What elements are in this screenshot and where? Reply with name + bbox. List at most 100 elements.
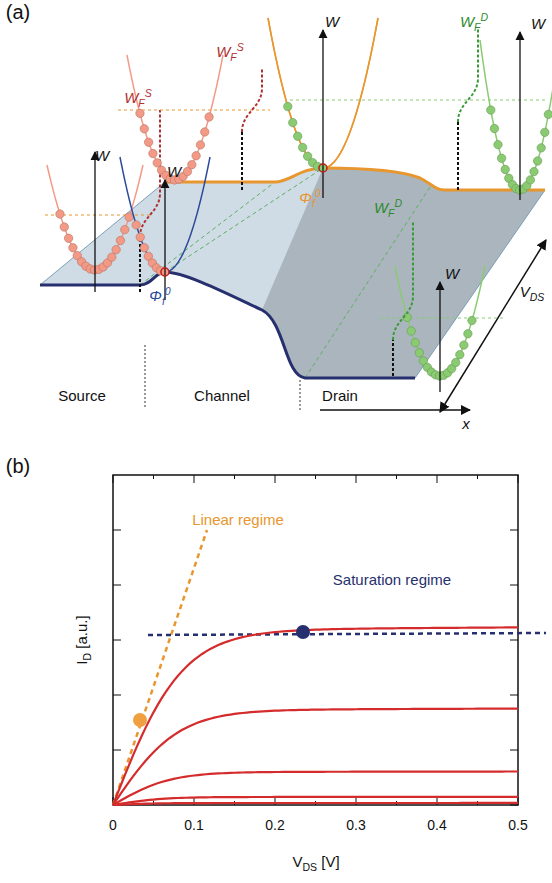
fermi-label: WFD <box>374 200 402 217</box>
electron-bead <box>537 144 545 152</box>
fermi-distribution <box>393 222 413 340</box>
electron-bead <box>497 154 505 162</box>
panel-label: (b) <box>6 455 30 477</box>
electron-bead <box>526 176 534 184</box>
tick <box>477 475 478 479</box>
axis-label: W <box>95 148 109 165</box>
electron-bead <box>136 109 144 117</box>
electron-bead <box>136 233 144 241</box>
electron-bead <box>149 149 157 157</box>
tick <box>315 475 316 479</box>
electron-bead <box>407 327 415 335</box>
electron-bead <box>112 245 120 253</box>
saturation-fit <box>148 633 546 635</box>
energy-axis <box>164 180 165 300</box>
regime-label: Linear regime <box>192 512 284 529</box>
axis-title: VDS [V] <box>292 854 339 871</box>
linear-point <box>133 713 147 727</box>
axis-label: VDS <box>520 284 545 301</box>
tick <box>113 750 121 751</box>
tick <box>113 640 121 641</box>
tick <box>510 695 518 696</box>
electron-bead <box>132 221 140 229</box>
id-vds-curve <box>113 772 518 805</box>
electron-bead <box>284 102 292 110</box>
fermi-distribution <box>242 68 262 132</box>
electron-bead <box>530 167 538 175</box>
tick <box>234 475 235 479</box>
electron-bead <box>196 141 204 149</box>
electron-bead <box>294 132 302 140</box>
tick <box>510 750 518 751</box>
electron-bead <box>541 128 549 136</box>
electron-bead <box>464 330 472 338</box>
tick <box>275 475 276 483</box>
electron-bead <box>205 113 213 121</box>
tick <box>510 530 518 531</box>
fermi-label: WFS <box>216 44 244 61</box>
vds-arrow <box>440 240 546 412</box>
energy-axis <box>439 282 440 392</box>
axis-title: ID [a.u.] <box>74 615 91 664</box>
electron-bead <box>121 225 129 233</box>
electron-bead <box>140 243 148 251</box>
region-label: Drain <box>322 388 358 405</box>
tick <box>437 475 438 483</box>
tick <box>113 585 121 586</box>
electron-bead <box>289 118 297 126</box>
id-vds-curve <box>113 709 518 805</box>
tick <box>356 475 357 483</box>
region-divider <box>300 380 301 412</box>
barrier-top <box>319 164 327 172</box>
electron-bead <box>544 110 552 118</box>
fermi-level <box>290 100 545 101</box>
electron-bead <box>144 138 152 146</box>
regime-label: Saturation regime <box>333 572 451 589</box>
fermi-distribution <box>392 340 394 376</box>
axis-label: W <box>531 16 545 33</box>
surface-edge <box>40 182 165 285</box>
fermi-distribution <box>241 132 243 190</box>
tick-label: 0.2 <box>265 818 284 833</box>
panel-label: (a) <box>6 1 30 23</box>
tick <box>194 475 195 483</box>
electron-bead <box>140 125 148 133</box>
grid-line <box>305 184 432 378</box>
tick <box>153 475 154 479</box>
electron-bead <box>116 236 124 244</box>
energy-axis <box>519 32 520 200</box>
electron-bead <box>125 213 133 221</box>
band-parabola <box>480 40 552 190</box>
tick-label: 0.1 <box>184 818 203 833</box>
tick <box>113 475 114 483</box>
axis-label: W <box>325 14 339 31</box>
fermi-distribution <box>140 110 160 237</box>
tick-label: 0.5 <box>508 818 527 833</box>
region-label: Channel <box>194 388 250 405</box>
electron-bead <box>69 244 77 252</box>
electron-bead <box>56 210 64 218</box>
electron-bead <box>192 152 200 160</box>
electron-bead <box>411 339 419 347</box>
electron-bead <box>201 128 209 136</box>
electron-bead <box>60 223 68 231</box>
energy-axis <box>322 30 323 198</box>
fermi-label: WFD <box>460 14 488 31</box>
grid-line <box>165 168 323 272</box>
tick <box>396 475 397 479</box>
electron-bead <box>188 160 196 168</box>
electron-bead <box>108 253 116 261</box>
electron-bead <box>153 159 161 167</box>
tick-label: 0.3 <box>346 818 365 833</box>
tick <box>510 640 518 641</box>
plot-frame <box>113 475 518 805</box>
electron-bead <box>64 234 72 242</box>
barrier-label: Φf0 <box>149 288 170 305</box>
tick-label: 0.4 <box>427 818 446 833</box>
electron-bead <box>415 349 423 357</box>
fermi-label: WFS <box>124 90 152 107</box>
region-label: Source <box>58 388 106 405</box>
tick <box>113 530 121 531</box>
barrier-top <box>161 268 169 276</box>
